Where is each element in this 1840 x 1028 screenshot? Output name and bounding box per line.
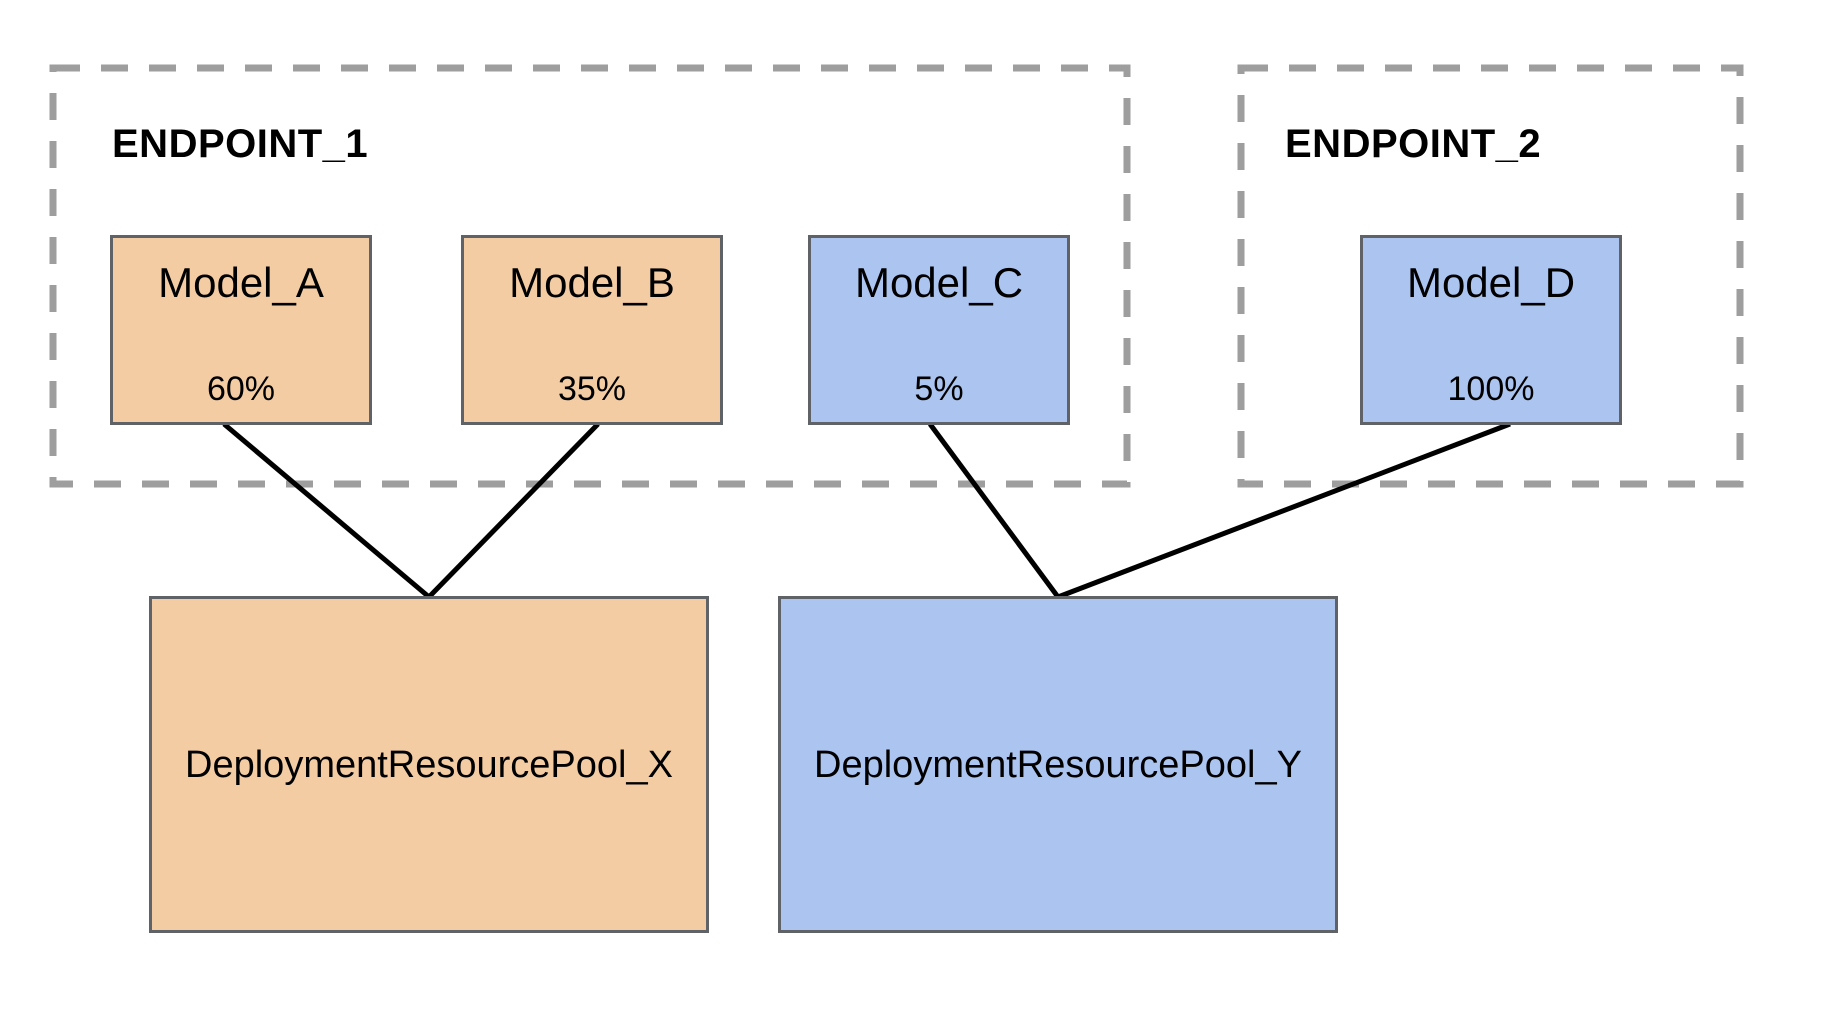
endpoint-1-dashed-border [49, 64, 1131, 488]
deployment-resource-pool-x-name: DeploymentResourcePool_X [185, 743, 673, 786]
model-b-traffic-split: 35% [557, 370, 627, 408]
model-a-box: Model_A 60% [110, 235, 372, 425]
connector-model-b-to-pool-x [427, 422, 600, 599]
endpoint-2-title: ENDPOINT_2 [1285, 122, 1542, 166]
deployment-resource-pool-y-box: DeploymentResourcePool_Y [778, 596, 1338, 933]
model-d-name: Model_D [1406, 259, 1576, 306]
model-b-name: Model_B [509, 259, 675, 306]
model-a-traffic-split: 60% [206, 370, 276, 408]
model-d-box: Model_D 100% [1360, 235, 1622, 425]
model-c-name: Model_C [854, 259, 1024, 306]
deployment-resource-pool-y-name: DeploymentResourcePool_Y [814, 743, 1302, 786]
model-a-name: Model_A [158, 259, 324, 306]
model-b-box: Model_B 35% [461, 235, 723, 425]
model-c-traffic-split: 5% [914, 370, 964, 408]
model-d-traffic-split: 100% [1447, 370, 1535, 408]
model-c-box: Model_C 5% [808, 235, 1070, 425]
connector-model-a-to-pool-x [222, 422, 431, 599]
endpoint-2-dashed-border [1237, 64, 1744, 488]
deployment-resource-pool-x-box: DeploymentResourcePool_X [149, 596, 709, 933]
connector-model-c-to-pool-y [927, 422, 1061, 599]
endpoint-1-title: ENDPOINT_1 [112, 122, 369, 166]
connector-model-d-to-pool-y [1057, 421, 1511, 600]
